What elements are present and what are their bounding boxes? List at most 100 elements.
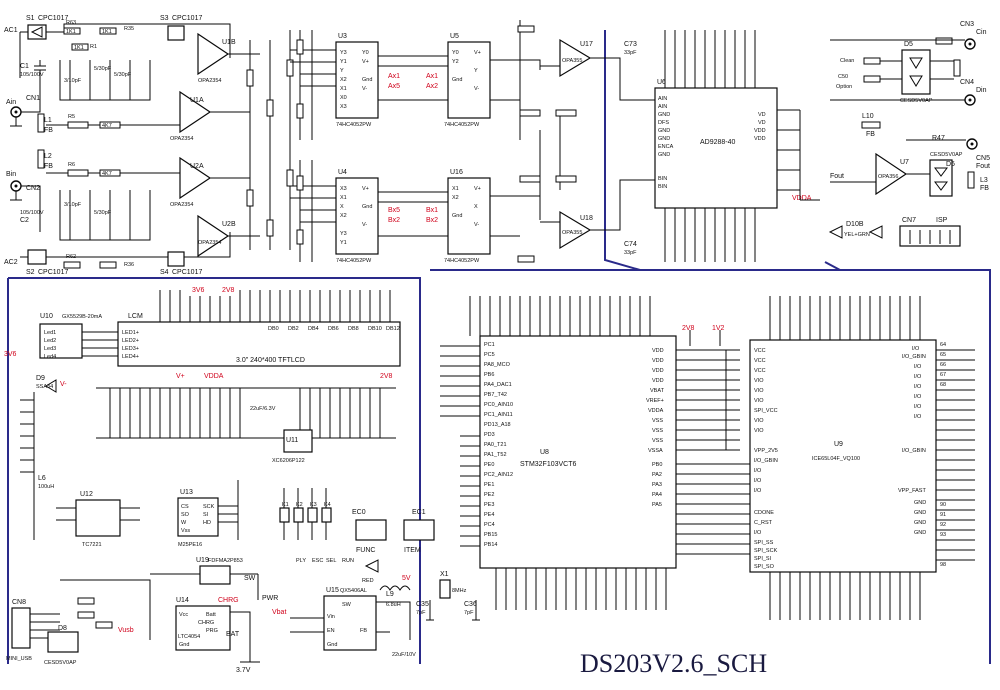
- u9-pin-r-gbin2: I/O_GBIN: [902, 448, 926, 454]
- schematic-title: DS203V2.6_SCH: [580, 649, 767, 678]
- u4-pin-x2: X2: [340, 213, 347, 219]
- u18-label: U18: [580, 215, 593, 222]
- u9-pin-r-io3: I/O: [914, 374, 922, 380]
- u13-spi-lines: [218, 480, 239, 540]
- net-bx2-right: Bx2: [426, 217, 438, 224]
- u6-pin-gnd4: GND: [658, 152, 670, 158]
- cn1-bnc-pin: [14, 110, 18, 114]
- u4-pin-x1: X1: [340, 195, 347, 201]
- k4-switch[interactable]: [321, 507, 332, 523]
- item-label: ITEM: [404, 547, 421, 554]
- key-run-label: RUN: [342, 558, 354, 564]
- r1-label: R1: [90, 44, 97, 50]
- power-section: D9 SSA34 V- V+ VDDA 2V8 22uF/6.3V U11 XC…: [6, 373, 416, 674]
- r57-resistor: [77, 611, 95, 619]
- u14-pin-prg: PRG: [206, 628, 218, 634]
- u9-pin-vcc1: VCC: [754, 348, 766, 354]
- x1-value: 8MHz: [452, 588, 467, 594]
- u3-pin-gnd: Gnd: [362, 77, 372, 83]
- r6-resistor: [67, 169, 89, 177]
- u8-mcu-chip: [479, 335, 677, 569]
- d6-label: D6: [946, 161, 955, 168]
- bus-adc: [604, 30, 641, 271]
- l6-value: 100uH: [38, 484, 54, 490]
- cn4-name: Din: [976, 87, 987, 94]
- r40-resistor: [863, 75, 881, 83]
- u6-pin-gnd1: GND: [658, 112, 670, 118]
- u14-charger-chip: [175, 605, 231, 651]
- u3-pin-vp: V+: [362, 59, 369, 65]
- usb-data-lines: [30, 613, 60, 639]
- u5-pin-vm: V-: [474, 86, 479, 92]
- l2-inductor: [37, 149, 45, 169]
- c35-label: C35: [416, 601, 429, 608]
- ec0-encoder[interactable]: [355, 519, 387, 541]
- u19-label: U19: [196, 557, 209, 564]
- u8-pin-pe2: PE2: [484, 492, 494, 498]
- s4-part: CPC1017: [172, 269, 202, 276]
- u6-pin-ain: AIN: [658, 96, 667, 102]
- u3-pin-y0: Y0: [362, 50, 369, 56]
- u16-chip: [447, 177, 491, 255]
- ac2-label: AC2: [4, 259, 18, 266]
- u16-pin-vp: V+: [474, 186, 481, 192]
- r62-resistor: [63, 261, 81, 269]
- k3-switch[interactable]: [307, 507, 318, 523]
- u10-part: GX5529B-20mA: [62, 314, 102, 320]
- rail-3v6-lcm: 3V6: [192, 287, 205, 294]
- u4-part: 74HC4052PW: [336, 258, 372, 264]
- u4-pin-gnd: Gnd: [362, 204, 372, 210]
- u1a-label: U1A: [190, 97, 204, 104]
- k2-switch[interactable]: [293, 507, 304, 523]
- net-ax2-right: Ax2: [426, 83, 438, 90]
- u8-part: STM32F103VCT6: [520, 461, 577, 468]
- r6a-value: 4K7: [102, 171, 112, 177]
- d5-tvs-array: [901, 49, 931, 95]
- r1-value: 1K1: [74, 45, 84, 51]
- u9-pin-crst: C_RST: [754, 520, 773, 526]
- u9-right-pin-lines: [936, 349, 975, 561]
- k1-switch[interactable]: [279, 507, 290, 523]
- u9-label: U9: [834, 441, 843, 448]
- c6a-value: 5/30pF: [94, 210, 112, 216]
- u14-part: LTC4054: [178, 634, 200, 640]
- r22-resistor: [296, 175, 304, 191]
- u9-pin-io2: I/O: [754, 478, 762, 484]
- cn3-bnc-symbol: [964, 38, 976, 50]
- u8-pin-vdd3: VDD: [652, 368, 664, 374]
- u11-ldo-chip: [283, 429, 313, 453]
- u9-pin-spisi: SPI_SI: [754, 556, 772, 562]
- chrg-net: CHRG: [218, 597, 239, 604]
- u6-pin-ain2: AIN: [658, 104, 667, 110]
- ec1-encoder[interactable]: [403, 519, 435, 541]
- u9-pin-vpp: VPP_2V5: [754, 448, 778, 454]
- u15-pin-sw: SW: [342, 602, 352, 608]
- l9-inductor-symbol: [379, 585, 411, 591]
- u9-pin-spiso: SPI_SO: [754, 564, 775, 570]
- clean-label: Clean: [840, 58, 854, 64]
- mcu-section: U8 STM32F103VCT6 PC1 PC5 PA8_MCO PB6 PA4…: [416, 296, 760, 621]
- u9-bottom-pins: [769, 572, 921, 620]
- cn5-bnc-symbol: [966, 138, 978, 150]
- cn8-name: MINI_USB: [6, 656, 32, 662]
- u5-pin-gnd: Gnd: [452, 77, 462, 83]
- u4-chip: [335, 177, 379, 255]
- u3-part: 74HC4052PW: [336, 122, 372, 128]
- u1a-part: OPA2354: [170, 136, 193, 142]
- r10-resistor: [266, 219, 274, 237]
- u19-part: FDFMA2P853: [208, 558, 243, 564]
- u16-pin-x: X: [474, 204, 478, 210]
- u2b-part: OPA2354: [198, 240, 221, 246]
- u16-label: U16: [450, 169, 463, 176]
- cap-ladder-b: [59, 190, 151, 241]
- u9-pin-r-io1: I/O: [912, 346, 920, 352]
- u5-pin-vp: V+: [474, 50, 481, 56]
- c73-label: C73: [624, 41, 637, 48]
- u6-pin-enca: ENCA: [658, 144, 674, 150]
- u9-pinnum-65: 65: [940, 352, 946, 358]
- s3-part: CPC1017: [172, 15, 202, 22]
- u13-flash-chip: [177, 497, 219, 537]
- c1-value: 105/100V: [20, 72, 44, 78]
- r56-resistor: [77, 597, 95, 605]
